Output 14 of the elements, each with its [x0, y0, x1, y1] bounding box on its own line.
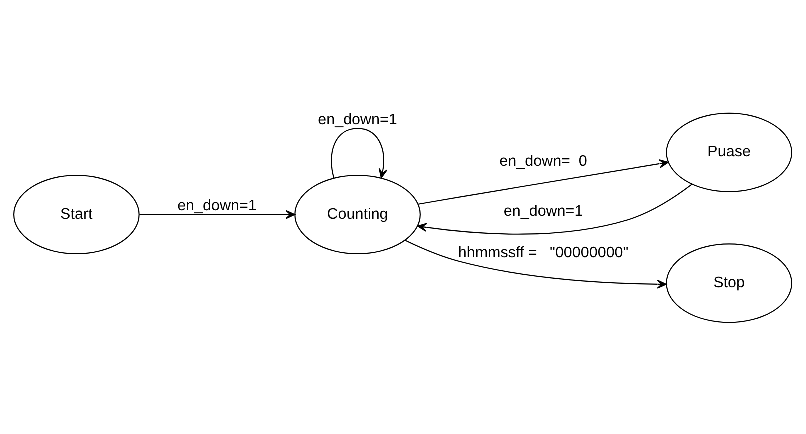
node-ellipse: Start — [13, 174, 140, 254]
edge-label: en_down= 0 — [500, 152, 588, 170]
node-ellipse: Counting — [294, 174, 421, 254]
arrow — [405, 240, 667, 288]
node-ellipse: Puase — [666, 112, 793, 192]
node-ellipse: Stop — [666, 243, 793, 323]
arrow — [140, 210, 296, 219]
arrow — [331, 128, 388, 178]
edge-label: en_down=1 — [178, 197, 257, 214]
edge-label: hhmmssff = "00000000" — [458, 244, 629, 261]
arrow — [417, 184, 693, 234]
arrow — [418, 159, 670, 204]
edge-label: en_down=1 — [318, 111, 398, 128]
edge-label: en_down=1 — [504, 202, 584, 220]
